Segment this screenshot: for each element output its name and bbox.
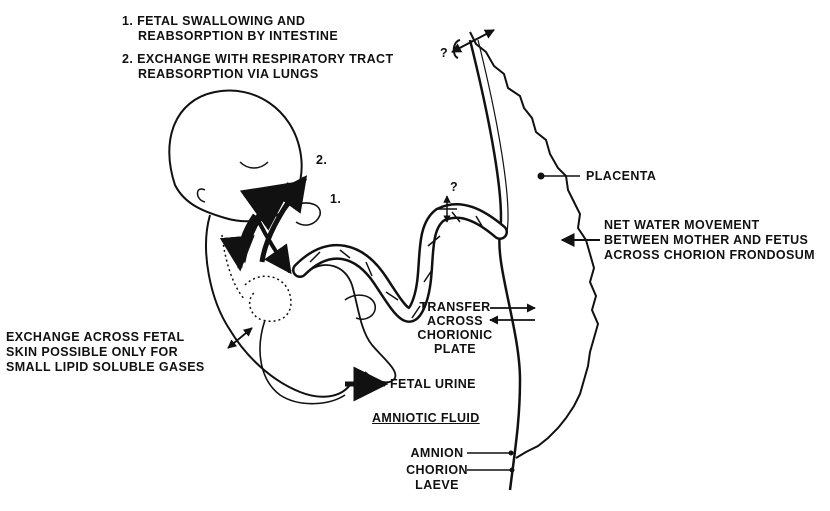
respiratory-arrow bbox=[259, 175, 308, 263]
down-arrow bbox=[219, 213, 258, 272]
amniotic-fluid-label: AMNIOTIC FLUID bbox=[372, 411, 480, 425]
skin-line2: SKIN POSSIBLE ONLY FOR bbox=[6, 345, 179, 359]
intestine-arrow bbox=[256, 219, 292, 275]
top-double-arrow bbox=[451, 29, 495, 53]
fetus-eye bbox=[239, 161, 269, 169]
amnion-dot bbox=[508, 450, 514, 456]
net-water-line2: BETWEEN MOTHER AND FETUS bbox=[604, 233, 809, 247]
fetus-body bbox=[205, 214, 351, 398]
fetal-urine-label: FETAL URINE bbox=[390, 377, 476, 391]
amnion-label: AMNION bbox=[410, 446, 464, 460]
fetus-intestine-dots bbox=[244, 275, 292, 322]
chorion-laeve-dot bbox=[509, 467, 515, 473]
mechanism-1-line2: REABSORPTION BY INTESTINE bbox=[138, 29, 339, 43]
mechanism-2-line2: REABSORPTION VIA LUNGS bbox=[138, 67, 319, 81]
skin-exchange-arrow bbox=[227, 327, 253, 349]
fetus-head bbox=[168, 89, 303, 223]
transfer-line4: PLATE bbox=[433, 342, 477, 356]
transfer-line1: TRANSFER bbox=[419, 300, 491, 314]
umbilical-cord-twist bbox=[309, 211, 483, 319]
net-water-line3: ACROSS CHORION FRONDOSUM bbox=[604, 248, 815, 262]
fetus-hand bbox=[294, 202, 321, 226]
transfer-line2: ACROSS bbox=[427, 314, 483, 328]
fetus-ear bbox=[196, 188, 206, 203]
arrow-marker-1: 1. bbox=[330, 192, 342, 206]
chorion-laeve-line2: LAEVE bbox=[415, 478, 459, 492]
fetus-back bbox=[259, 319, 346, 405]
skin-line1: EXCHANGE ACROSS FETAL bbox=[6, 330, 185, 344]
mechanism-1-line1: 1. FETAL SWALLOWING AND bbox=[122, 14, 306, 28]
net-water-line1: NET WATER MOVEMENT bbox=[604, 218, 760, 232]
chorionic-plate-line bbox=[468, 39, 522, 491]
placenta-label: PLACENTA bbox=[586, 169, 657, 183]
umbilical-cord-inner bbox=[294, 205, 506, 321]
chorion-laeve-line1: CHORION bbox=[406, 463, 468, 477]
fetus-leg bbox=[309, 264, 397, 384]
chorion-laeve-line bbox=[477, 39, 509, 233]
placenta-outer-border bbox=[469, 31, 600, 459]
question-mark-top: ? bbox=[440, 46, 449, 60]
transfer-line3: CHORIONIC bbox=[417, 328, 493, 342]
mechanism-2-line1: 2. EXCHANGE WITH RESPIRATORY TRACT bbox=[122, 52, 394, 66]
skin-line3: SMALL LIPID SOLUBLE GASES bbox=[6, 360, 205, 374]
fetus-foot bbox=[344, 294, 376, 320]
arrow-marker-2: 2. bbox=[316, 153, 328, 167]
question-mark-cord: ? bbox=[450, 180, 459, 194]
